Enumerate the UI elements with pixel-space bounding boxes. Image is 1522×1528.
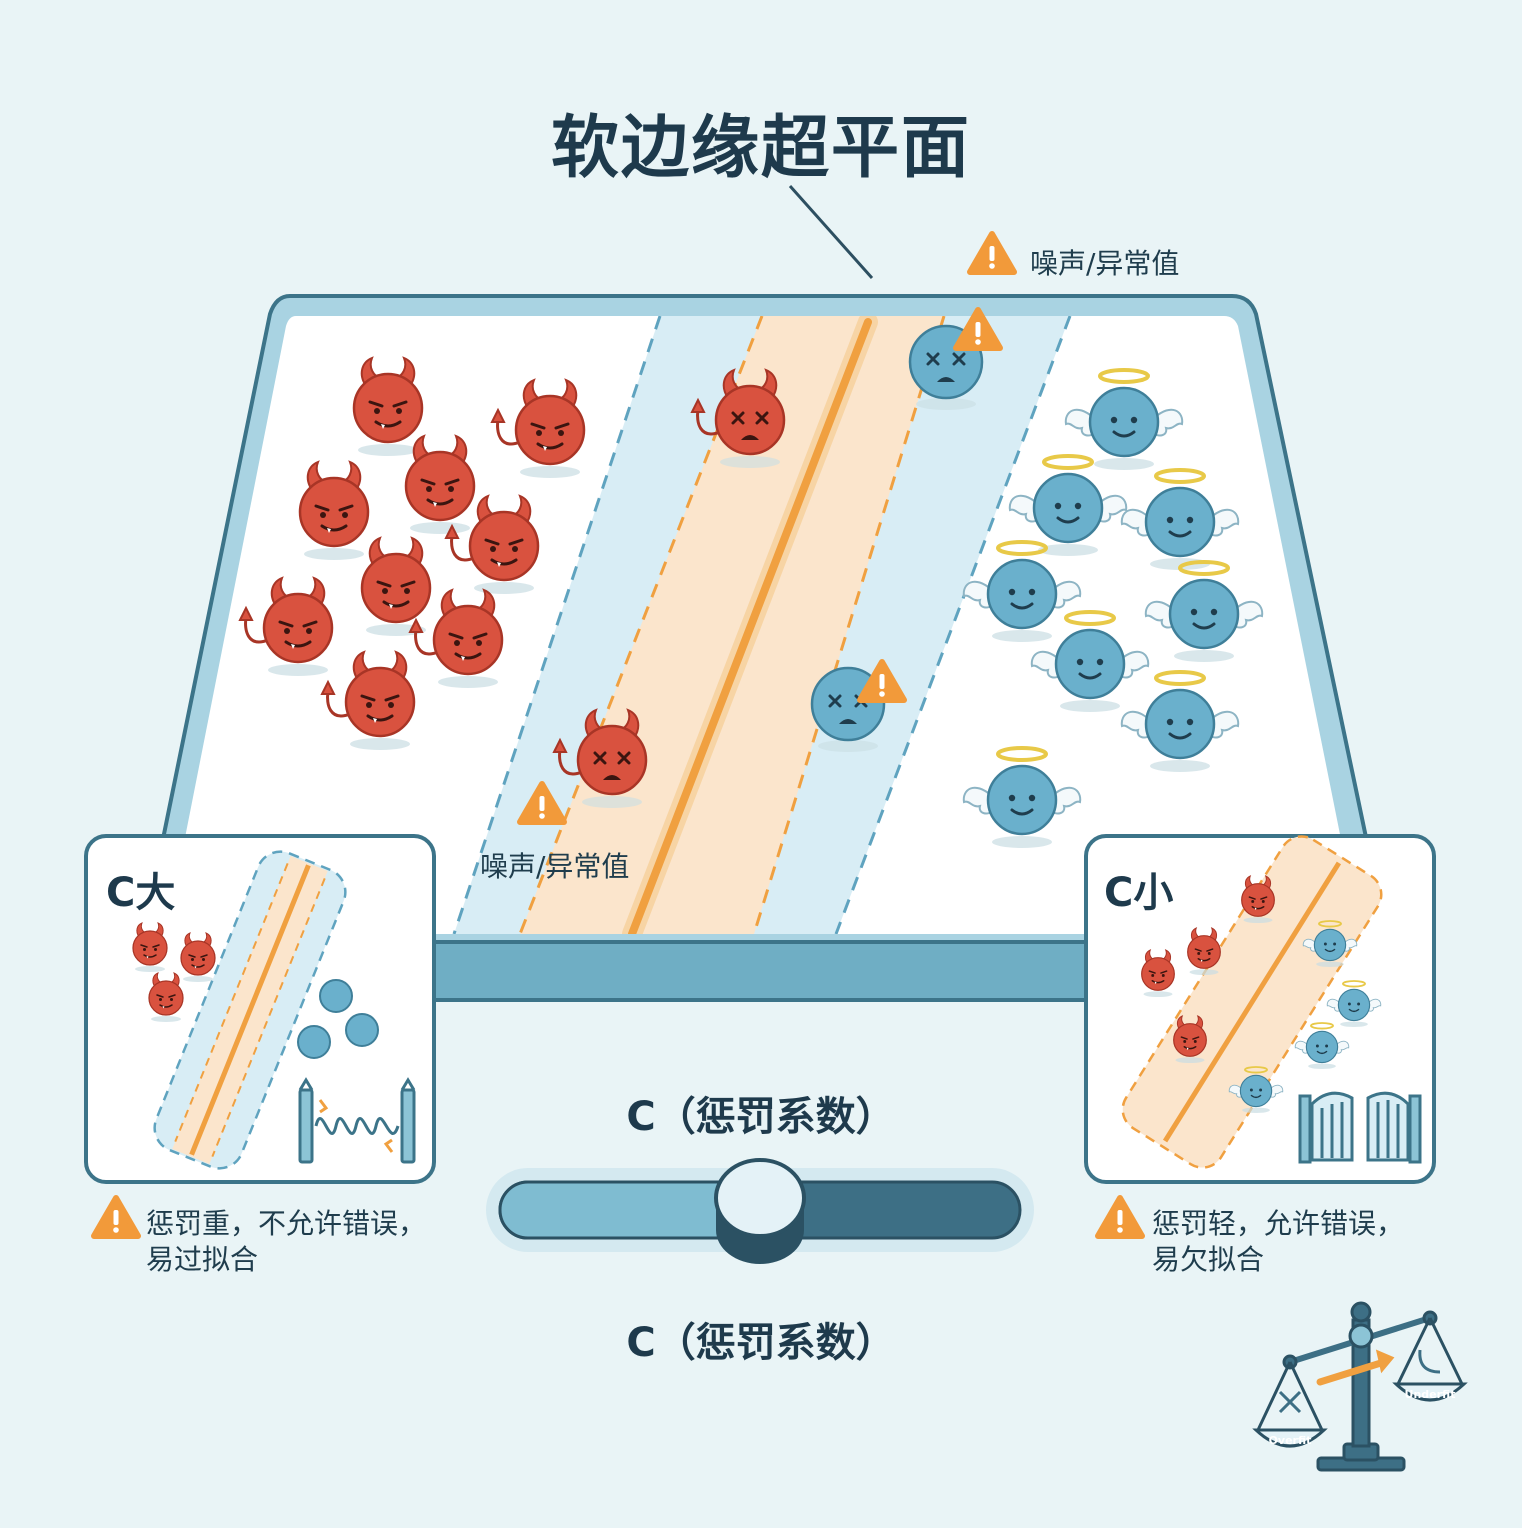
overfit-label: Overfit xyxy=(1269,1434,1312,1447)
slider-knob[interactable] xyxy=(714,1158,806,1264)
c-penalty-slider[interactable] xyxy=(486,1158,1034,1264)
hyperplane-line xyxy=(628,318,872,934)
caption-c-large-line2: 易过拟合 xyxy=(146,1243,259,1276)
warning-icon xyxy=(94,1198,138,1236)
inset-c-large-title: C大 xyxy=(106,870,176,916)
open-gate-icon xyxy=(1298,1091,1422,1164)
page-title: 软边缘超平面 xyxy=(550,109,971,188)
warning-icon xyxy=(970,234,1014,272)
slider-label-bottom: C（惩罚系数） xyxy=(626,1320,896,1366)
caption-c-small-line2: 易欠拟合 xyxy=(1152,1243,1265,1276)
inset-c-large xyxy=(84,834,436,1184)
title-pointer-line xyxy=(788,185,874,279)
caption-c-small-line1: 惩罚轻，允许错误， xyxy=(1152,1207,1405,1240)
inset-c-small xyxy=(1084,834,1436,1184)
warning-icon xyxy=(1098,1198,1142,1236)
caption-c-large: 惩罚重，不允许错误， 易过拟合 xyxy=(146,1206,426,1278)
inset-c-small-title: C小 xyxy=(1104,870,1174,916)
balance-scale-icon xyxy=(1252,1301,1468,1472)
noise-label-top: 噪声/异常值 xyxy=(1030,247,1180,280)
noise-label-left: 噪声/异常值 xyxy=(480,850,630,883)
caption-c-large-line1: 惩罚重，不允许错误， xyxy=(146,1207,427,1240)
slider-label-top: C（惩罚系数） xyxy=(626,1094,896,1140)
caption-c-small: 惩罚轻，允许错误， 易欠拟合 xyxy=(1152,1206,1404,1278)
underfit-label: Underfit xyxy=(1405,1388,1456,1401)
spring-gate-icon xyxy=(298,1077,416,1164)
